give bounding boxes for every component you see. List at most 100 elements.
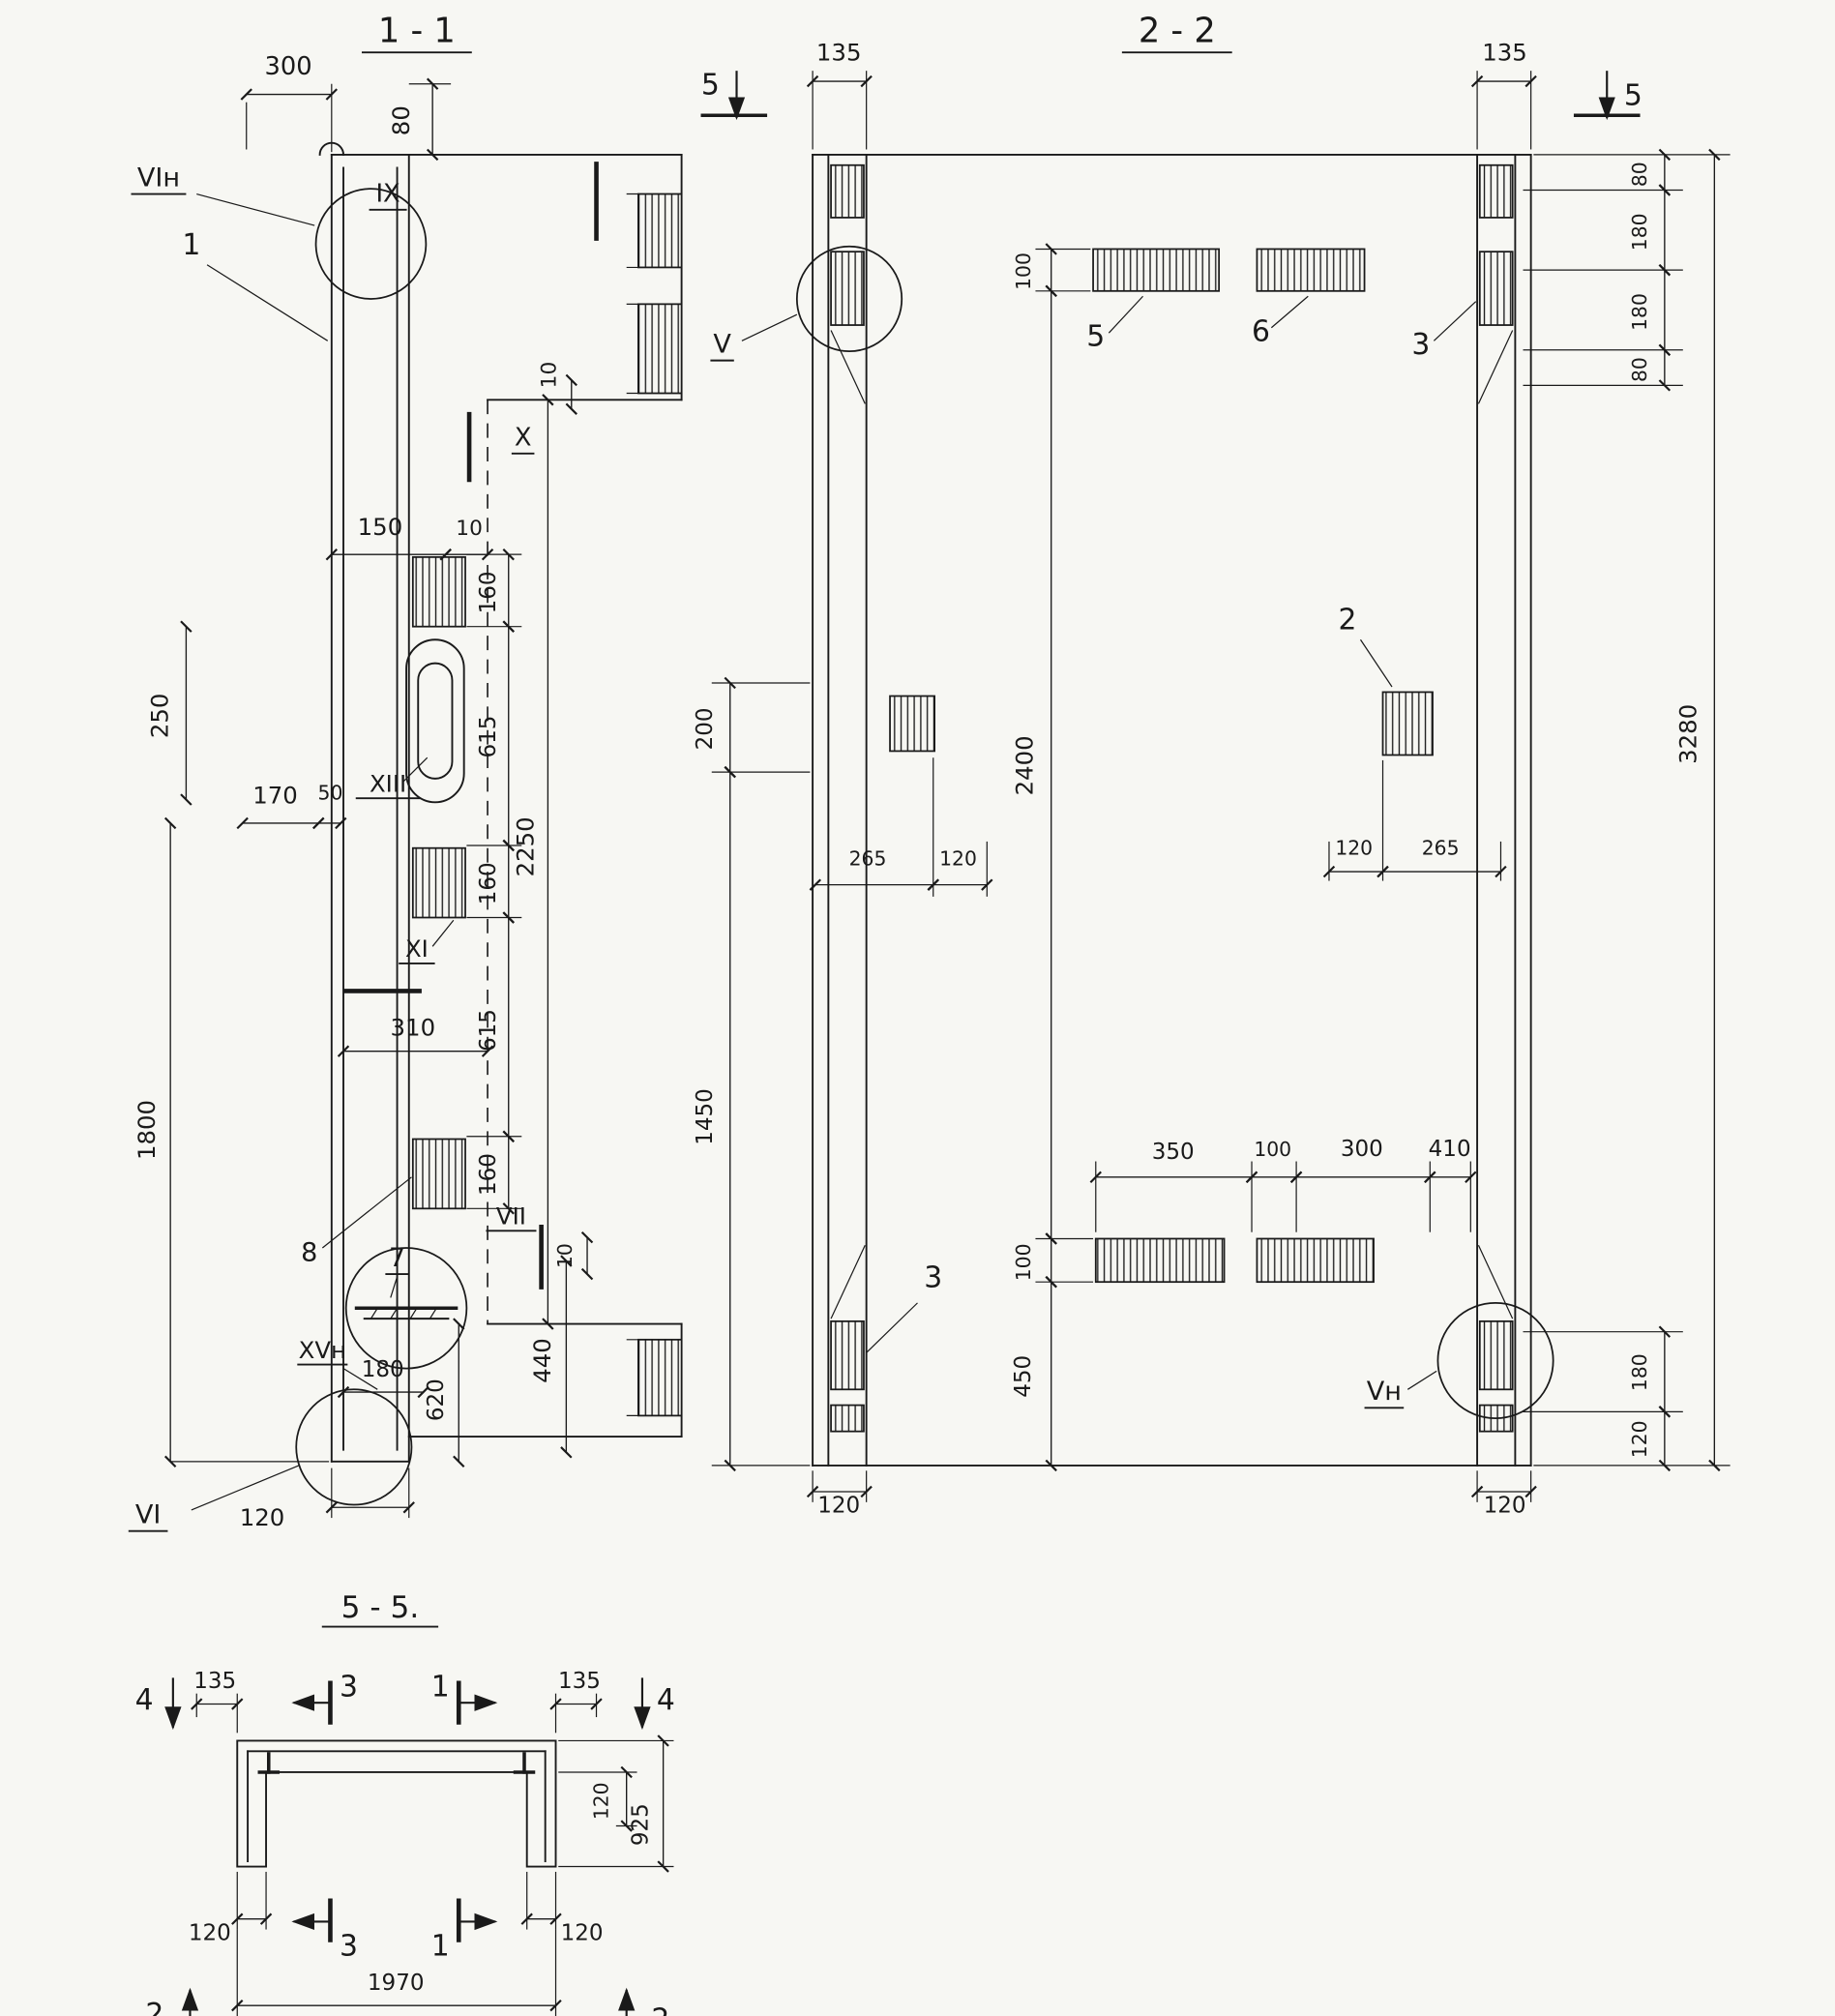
dimension-label-text: 250 [145, 694, 173, 739]
dimension-label: 265 [849, 846, 887, 870]
channel-outline [236, 1739, 557, 1868]
dimension-lines [163, 77, 594, 1514]
section-mark-label: 1 [431, 1930, 450, 1964]
section-mark-label-text: 3 [340, 1670, 358, 1704]
item-number-label: 6 [1252, 314, 1270, 348]
dimension-label-text: 410 [1429, 1137, 1471, 1162]
dimension-label-text: 100 [1012, 1243, 1035, 1281]
section-title: 2 - 2 [1121, 11, 1232, 54]
dimension-lines [191, 1698, 669, 2012]
dimension-label-text: 265 [849, 846, 887, 870]
section-mark-label-text: XI [405, 934, 429, 963]
dimension-label: 160 [476, 571, 501, 613]
section-mark-label-text: X [515, 424, 532, 453]
dimension-label-text: 615 [476, 1009, 501, 1052]
section-mark-label-text: VII [496, 1202, 526, 1230]
section-mark-label: 5 [701, 69, 720, 103]
dimension-label: 120 [1484, 1494, 1526, 1519]
item-number-label: 3 [924, 1261, 942, 1295]
dimension-label-text: 100 [1012, 252, 1035, 290]
dimension-label-text: 160 [476, 862, 501, 904]
dimension-label-text: 300 [1341, 1137, 1383, 1162]
dimension-label-text: 440 [528, 1338, 556, 1383]
dimension-label-text: 3280 [1673, 704, 1702, 764]
item-number-label-text: 3 [924, 1261, 942, 1295]
dimension-label-text: 120 [1628, 1420, 1651, 1458]
dimension-label-text: 120 [1484, 1494, 1526, 1519]
leader-lines [191, 193, 455, 1511]
section-title: 5 - 5. [321, 1590, 439, 1628]
section-mark-label-text: 4 [135, 1683, 154, 1717]
section-mark-label-text: 1 [431, 1670, 450, 1704]
dimension-label: 1800 [133, 1100, 161, 1160]
dimension-label-text: 120 [590, 1782, 613, 1820]
dimension-label: 300 [265, 52, 312, 81]
dimension-label: 180 [362, 1357, 404, 1382]
dimension-label: 120 [561, 1920, 604, 1945]
dimension-label: 180 [1628, 213, 1651, 251]
section-2-2-view [700, 71, 1731, 1502]
section-mark-label-text: 1 [431, 1930, 450, 1964]
item-number-label: 3 [1411, 328, 1430, 362]
section-mark-label-text: 2 [145, 1998, 163, 2016]
section-mark-label: 4 [657, 1683, 675, 1717]
item-number-label-text: 8 [301, 1238, 317, 1268]
dimension-label-text: 310 [391, 1013, 436, 1041]
dimension-label: 170 [252, 782, 298, 810]
dimension-label-text: 180 [1628, 293, 1651, 331]
dimension-label: 120 [817, 1494, 860, 1519]
section-cut-markers [700, 71, 1641, 121]
section-mark-label: 4 [135, 1683, 154, 1717]
item-number-label-text: 6 [1252, 314, 1270, 348]
section-mark-label-text: 4 [657, 1683, 675, 1717]
dimension-label: 100 [1012, 252, 1035, 290]
dimension-label-text: 300 [265, 52, 312, 81]
rebar-hatch-blocks [830, 163, 1514, 1433]
section-mark-label: 3 [340, 1670, 358, 1704]
dimension-label-text: 135 [193, 1669, 236, 1694]
section-mark-label: 1 [431, 1670, 450, 1704]
item-number-label: 2 [1338, 603, 1356, 637]
section-mark-label: XIII [355, 769, 421, 800]
item-number-label: 7 [385, 1243, 409, 1276]
dimension-label: 135 [1482, 38, 1527, 66]
lifting-slot [405, 638, 465, 804]
dimension-label-text: 80 [1628, 357, 1651, 382]
section-mark-label: XVн [297, 1336, 348, 1366]
dimension-label-text: 50 [318, 782, 343, 805]
dimension-label-text: 615 [476, 716, 501, 758]
dimension-label: 180 [1628, 1353, 1651, 1391]
dimension-label-text: 135 [816, 38, 862, 66]
dimension-label-text: 160 [476, 571, 501, 613]
dimension-label-text: 265 [1422, 836, 1460, 859]
dimension-label-text: 150 [358, 513, 403, 541]
section-mark-label: 2 [145, 1998, 163, 2016]
item-number-label: 1 [182, 228, 200, 262]
section-title-text: 5 - 5. [341, 1590, 420, 1625]
dimension-label-text: 160 [476, 1153, 501, 1196]
dimension-label-text: 925 [628, 1803, 653, 1846]
dimension-label: 925 [628, 1803, 653, 1846]
section-mark-label-text: VIн [137, 163, 180, 193]
dimension-label: 50 [318, 782, 343, 805]
extension-lines [711, 71, 1731, 1502]
dimension-label: 80 [1628, 357, 1651, 382]
dimension-label-text: 180 [1628, 1353, 1651, 1391]
leader-lines [741, 295, 1477, 1390]
dimension-label: 250 [145, 694, 173, 739]
dimension-label: 100 [1012, 1243, 1035, 1281]
dimension-label: 350 [1152, 1140, 1195, 1165]
section-mark-label: VI [128, 1500, 168, 1532]
dimension-label: 160 [476, 1153, 501, 1196]
dimension-label-text: 120 [817, 1494, 860, 1519]
section-mark-label: IX [369, 180, 407, 211]
dimension-label: 10 [553, 1243, 577, 1268]
item-number-label-text: 3 [1411, 328, 1430, 362]
section-mark-label-text: 5 [1624, 78, 1643, 112]
dimension-label-text: 170 [252, 782, 298, 810]
section-mark-label: VIн [131, 163, 187, 195]
dimension-label-text: 1450 [693, 1088, 718, 1145]
rebar-hatch-blocks [411, 193, 683, 1417]
